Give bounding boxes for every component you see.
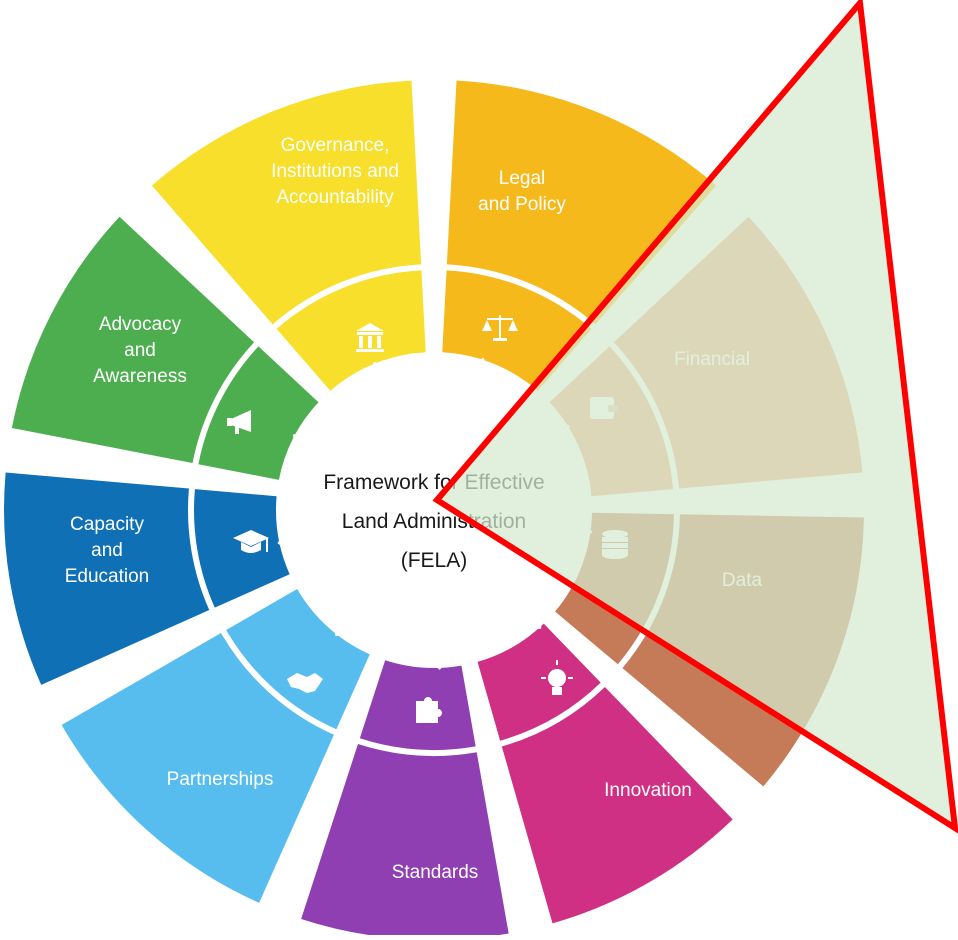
lightbulb-icon — [541, 660, 573, 695]
megaphone-icon — [227, 410, 251, 434]
segment-innovation: Innovation — [477, 623, 733, 924]
segment-governance-label-line-1: Governance, — [281, 135, 390, 156]
segment-capacity-outer — [3, 472, 210, 685]
segment-advocacy-outer — [11, 216, 255, 464]
graduation-cap-icon — [233, 530, 269, 553]
segment-governance-outer — [151, 80, 422, 325]
institution-icon — [356, 323, 384, 352]
segment-advocacy-inner — [198, 346, 319, 480]
segment-governance-label-line-3: Accountability — [276, 187, 394, 208]
callout-triangle — [432, 0, 958, 834]
segment-governance: Governance, Institutions andAccountabilit… — [151, 80, 426, 391]
segment-standards-outer — [301, 743, 509, 940]
scales-icon — [482, 315, 518, 341]
segment-advocacy-label-line-1: Advocacy — [99, 314, 182, 335]
segment-governance-label-line-2: Institutions and — [271, 161, 399, 182]
puzzle-icon — [416, 697, 442, 723]
callout-overlay — [432, 0, 958, 834]
segment-capacity-label-line-1: Capacity — [70, 514, 144, 535]
segment-partnerships-outer — [61, 633, 334, 903]
segment-standards-label-line-1: Standards — [392, 862, 479, 883]
segment-legal-label-line-1: Legal — [499, 168, 546, 189]
segment-innovation-outer — [501, 686, 733, 924]
segment-advocacy-label-line-3: Awareness — [93, 366, 187, 387]
segment-capacity-label-line-3: Education — [65, 566, 150, 587]
segment-legal-outer — [446, 80, 717, 325]
segment-innovation-label-line-1: Innovation — [604, 780, 692, 801]
segment-partnerships: Partnerships — [61, 589, 370, 903]
handshake-icon — [287, 673, 323, 693]
segment-advocacy-label-line-2: and — [124, 340, 156, 361]
segment-partnerships-label-line-1: Partnerships — [167, 769, 274, 790]
segment-innovation-inner — [477, 623, 601, 741]
segment-standards: Standards — [301, 660, 509, 940]
segment-partnerships-inner — [226, 589, 370, 730]
segment-capacity-label-line-2: and — [91, 540, 123, 561]
segment-governance-inner — [276, 270, 426, 391]
segment-legal-label-line-2: and Policy — [478, 194, 566, 215]
center-title-line-3: (FELA) — [401, 549, 468, 572]
